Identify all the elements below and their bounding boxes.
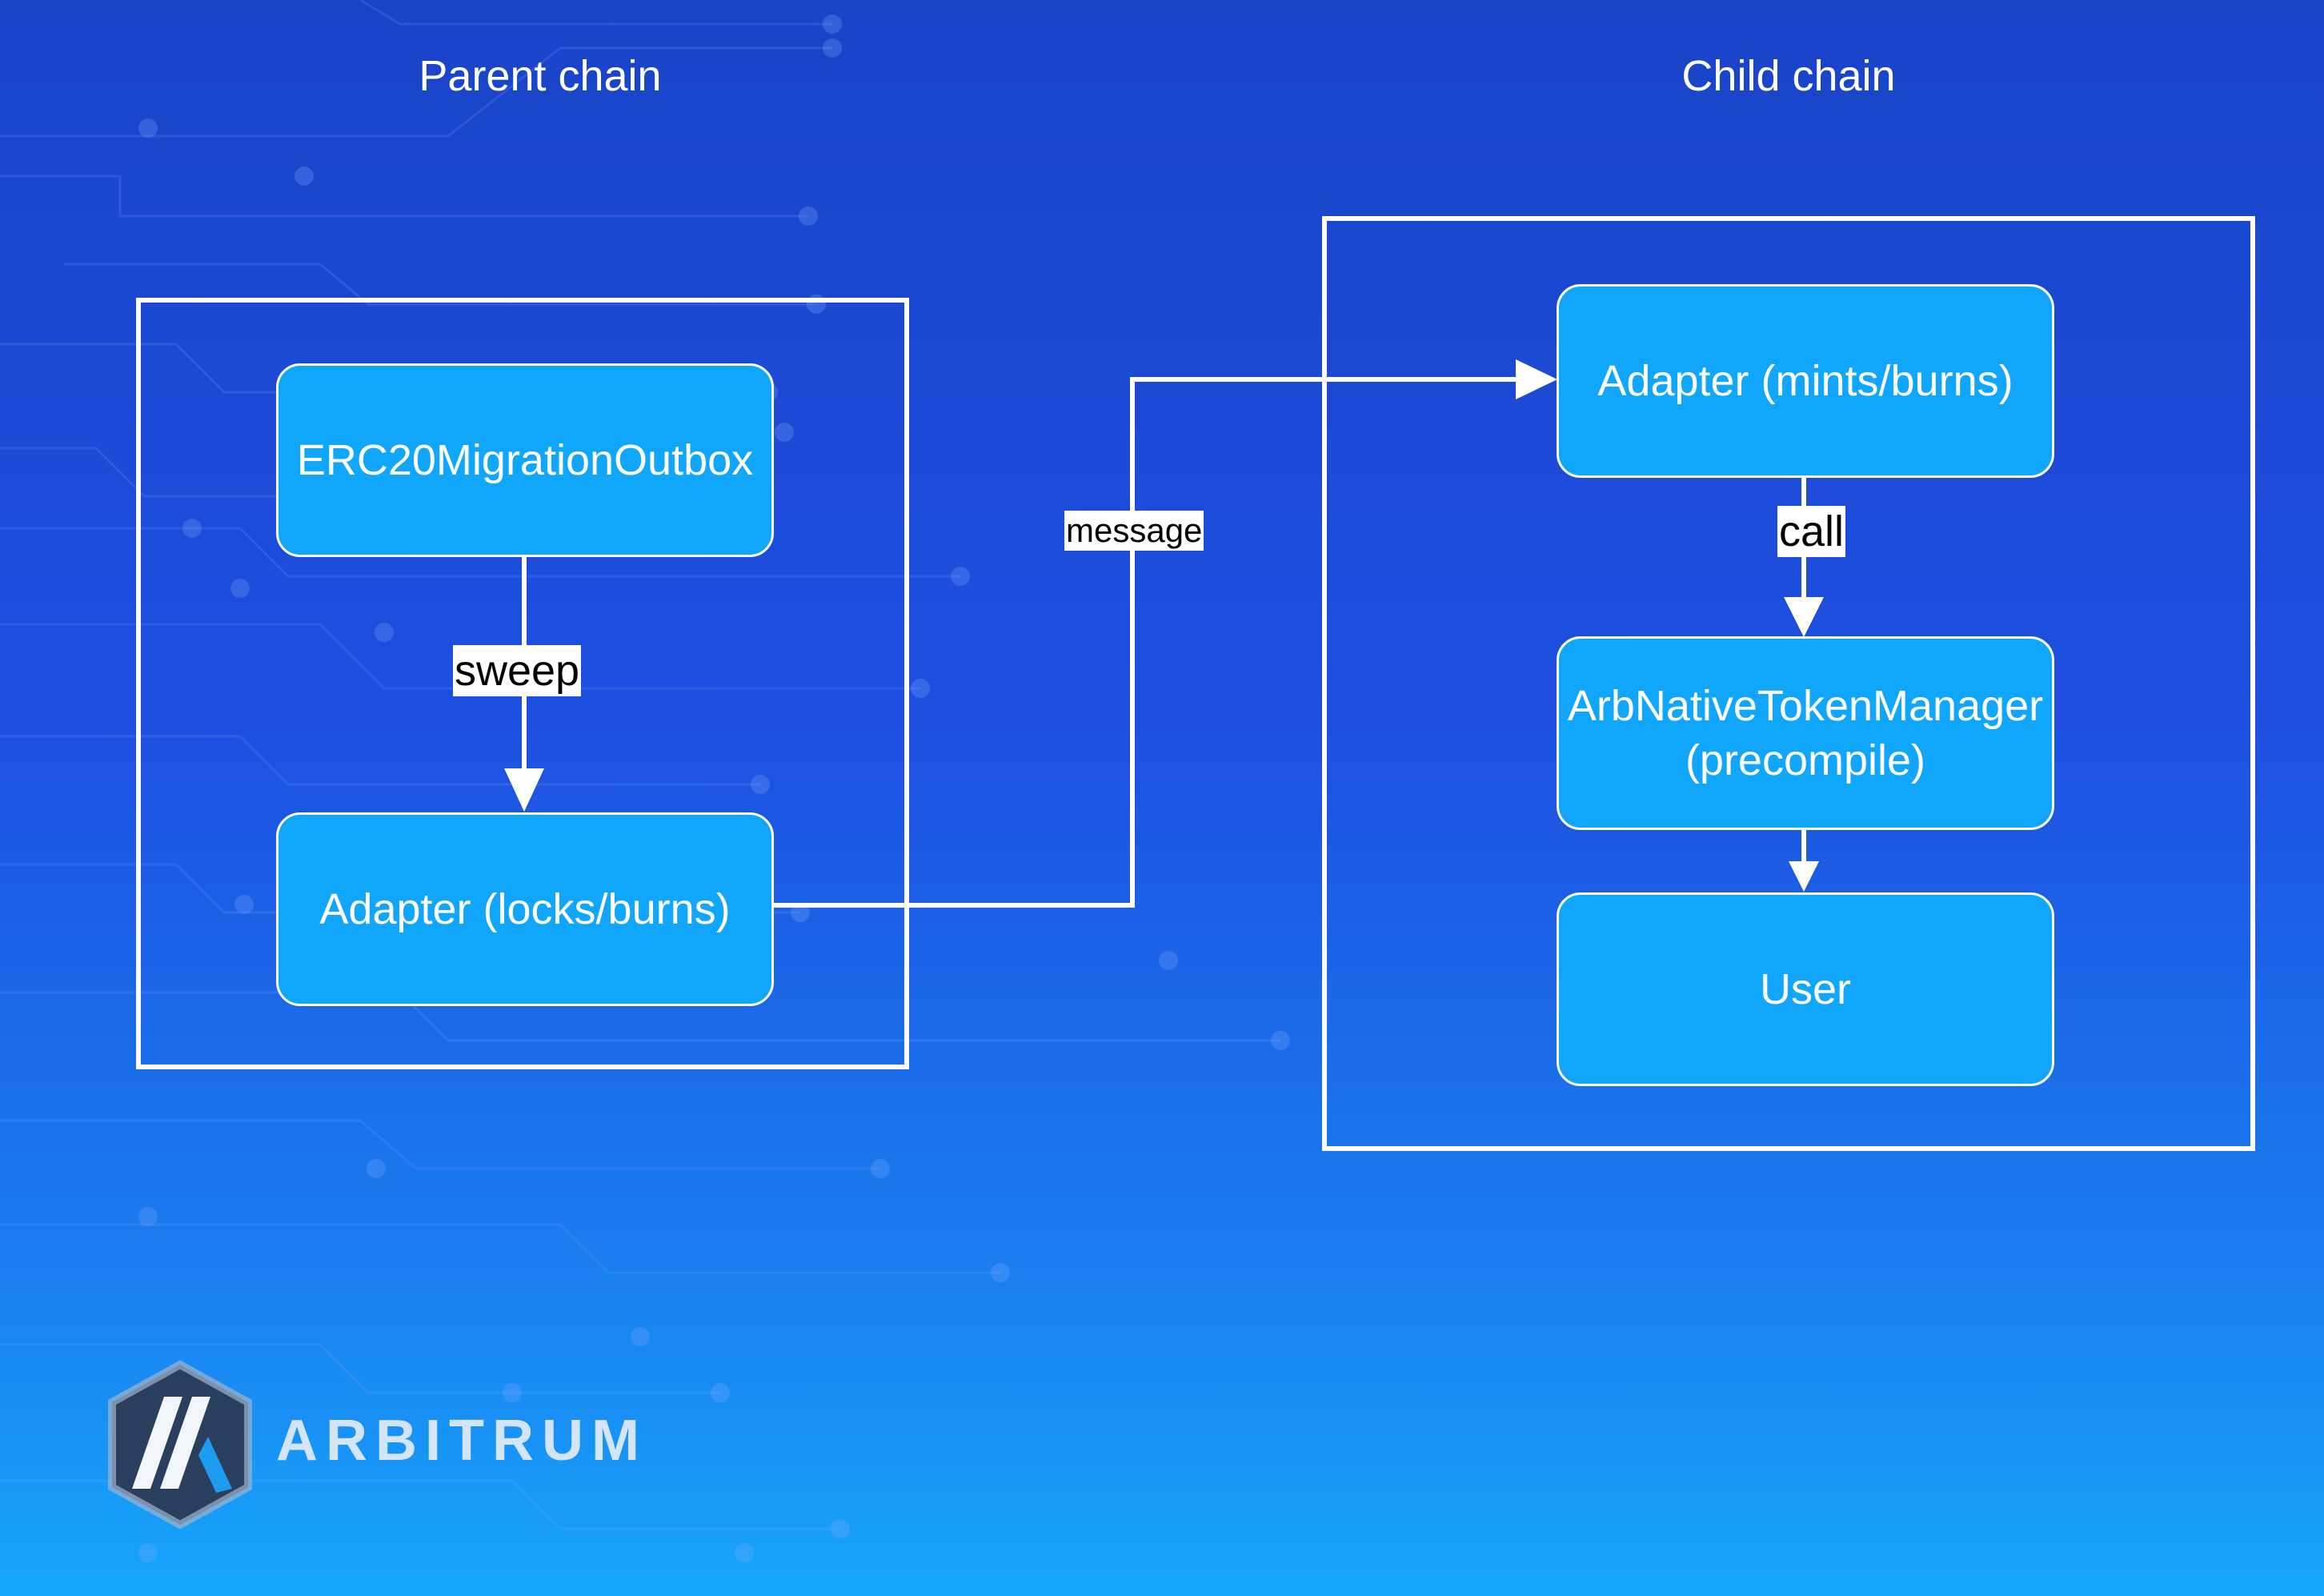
precompile-label: (precompile) — [1685, 736, 1926, 784]
parent-adapter-node: Adapter (locks/burns) — [276, 812, 774, 1006]
sweep-edge-label: sweep — [453, 645, 582, 696]
message-edge-label: message — [1064, 511, 1204, 551]
message-arrowhead — [1516, 359, 1557, 399]
user-node: User — [1557, 892, 2054, 1086]
child-chain-frame — [1322, 216, 2255, 1151]
erc20-migration-outbox-node: ERC20MigrationOutbox — [276, 363, 774, 557]
parent-adapter-label: Adapter (locks/burns) — [319, 885, 731, 933]
arb-native-token-manager-node: ArbNativeTokenManager (precompile) — [1557, 636, 2054, 830]
child-adapter-label: Adapter (mints/burns) — [1597, 357, 2013, 405]
user-arrowhead — [1789, 861, 1819, 892]
arbitrum-logo-icon — [108, 1361, 252, 1529]
child-adapter-node: Adapter (mints/burns) — [1557, 284, 2054, 478]
arbitrum-wordmark: ARBITRUM — [276, 1409, 647, 1473]
call-edge-label: call — [1777, 506, 1846, 557]
user-label: User — [1759, 965, 1851, 1013]
call-arrowhead — [1784, 597, 1824, 637]
child-chain-heading: Child chain — [1681, 52, 1896, 100]
arb-native-token-manager-label: ArbNativeTokenManager — [1567, 682, 2044, 730]
parent-chain-frame — [136, 298, 909, 1069]
parent-chain-heading: Parent chain — [419, 52, 662, 100]
message-edge-line — [774, 377, 1533, 908]
sweep-arrowhead — [504, 768, 544, 812]
erc20-migration-outbox-label: ERC20MigrationOutbox — [296, 436, 754, 484]
